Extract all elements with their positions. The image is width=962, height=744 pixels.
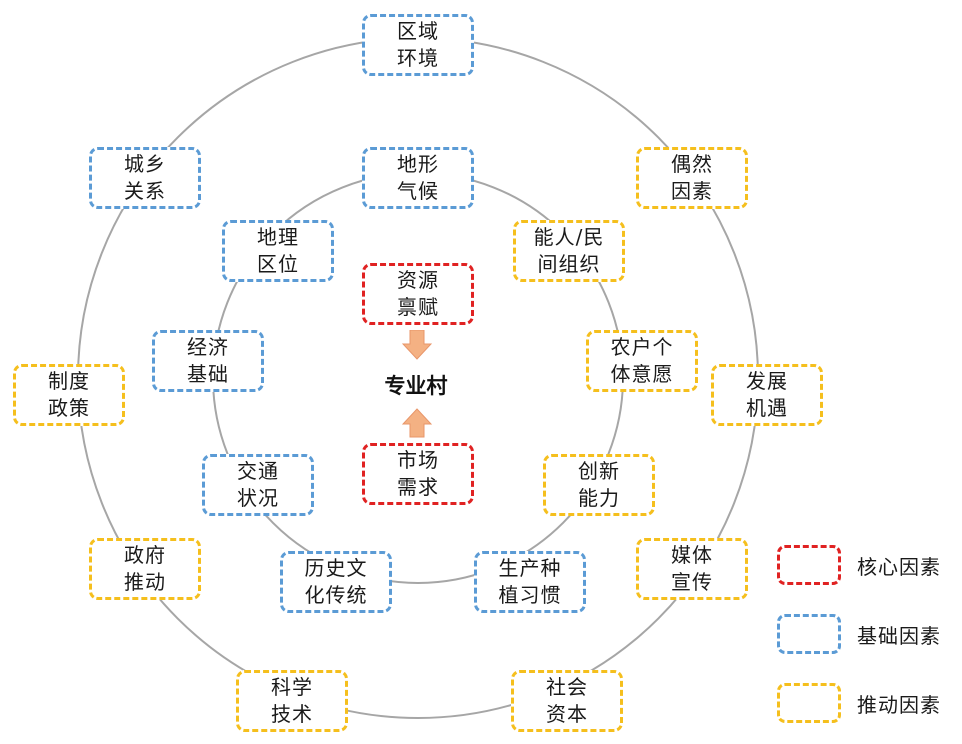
center-label: 专业村 xyxy=(384,374,448,398)
node-gov-promotion: 政府 推动 xyxy=(89,538,201,600)
node-science-tech: 科学 技术 xyxy=(236,670,348,732)
node-dev-opportunity: 发展 机遇 xyxy=(711,364,823,426)
node-chance: 偶然 因素 xyxy=(636,147,748,209)
legend-label-core: 核心因素 xyxy=(857,555,941,579)
node-institution-policy: 制度 政策 xyxy=(13,364,125,426)
core-node-market: 市场 需求 xyxy=(362,443,474,505)
legend-swatch-push xyxy=(777,683,841,723)
node-geo-location: 地理 区位 xyxy=(222,220,334,282)
node-media: 媒体 宣传 xyxy=(636,538,748,600)
node-economy: 经济 基础 xyxy=(152,330,264,392)
node-innovation: 创新 能力 xyxy=(543,454,655,516)
up-arrow-icon xyxy=(402,408,432,438)
node-urban-rural: 城乡 关系 xyxy=(89,147,201,209)
node-history-culture: 历史文 化传统 xyxy=(280,551,392,613)
down-arrow-icon xyxy=(402,330,432,360)
node-regional-env: 区域 环境 xyxy=(362,14,474,76)
node-production-habit: 生产种 植习惯 xyxy=(474,551,586,613)
node-farmer-will: 农户个 体意愿 xyxy=(586,330,698,392)
legend-swatch-base xyxy=(777,614,841,654)
core-node-resource: 资源 禀赋 xyxy=(362,263,474,325)
node-social-capital: 社会 资本 xyxy=(511,670,623,732)
legend-label-base: 基础因素 xyxy=(857,624,941,648)
legend-label-push: 推动因素 xyxy=(857,693,941,717)
node-terrain: 地形 气候 xyxy=(362,147,474,209)
node-traffic: 交通 状况 xyxy=(202,454,314,516)
legend-swatch-core xyxy=(777,545,841,585)
node-capable-people: 能人/民 间组织 xyxy=(513,220,625,282)
